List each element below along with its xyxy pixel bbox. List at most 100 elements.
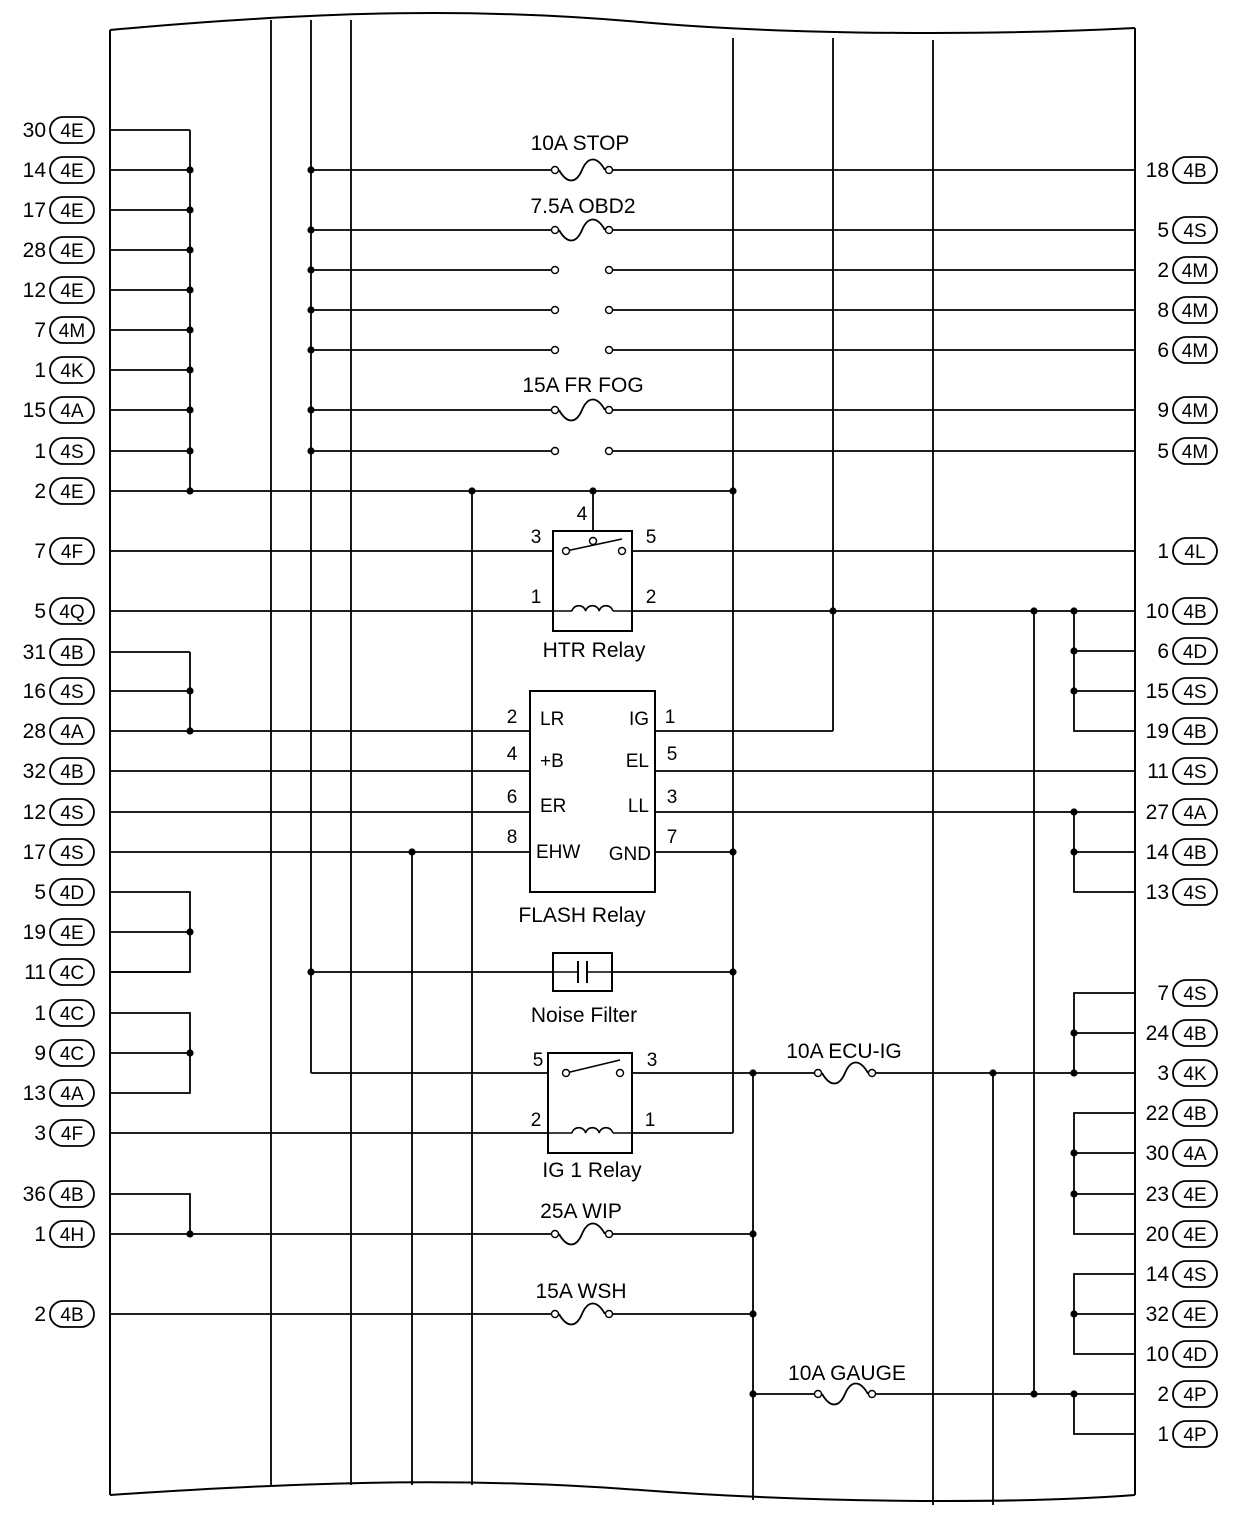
pin-number: 1	[34, 440, 46, 463]
junction-dot	[307, 346, 315, 354]
connector-id: 4F	[61, 1124, 83, 1145]
fuse-label-frfog: 15A FR FOG	[522, 374, 643, 397]
connector-id: 4E	[60, 121, 83, 142]
fuse-terminal	[867, 1389, 877, 1399]
pin-number: 19	[23, 921, 46, 944]
fuse-terminal	[550, 1229, 560, 1239]
flash-left-pin-name: ER	[540, 796, 566, 817]
junction-dot	[1070, 1190, 1078, 1198]
pin-number: 32	[23, 760, 46, 783]
connector-badge	[49, 437, 95, 465]
connector-id: 4H	[60, 1225, 84, 1246]
pin-number: 7	[34, 319, 46, 342]
junction-dot	[1070, 1390, 1078, 1398]
flash-right-pin-num: 7	[667, 827, 678, 848]
junction-dot	[186, 286, 194, 294]
pin-number: 2	[34, 1303, 46, 1326]
junction-dot	[729, 848, 737, 856]
junction-dot	[749, 1069, 757, 1077]
fuse-terminal	[550, 1309, 560, 1319]
fuse-symbols	[558, 158, 869, 1406]
junction-dot	[749, 1390, 757, 1398]
pin-number: 13	[23, 1082, 46, 1105]
connector-id: 4E	[1183, 1185, 1206, 1206]
connector-id: 4S	[60, 682, 83, 703]
connector-badge	[1172, 216, 1218, 244]
connector-badge	[49, 396, 95, 424]
junction-dot	[1070, 687, 1078, 695]
pin-number: 5	[1157, 440, 1169, 463]
terminal: 4D5	[34, 878, 95, 906]
noise-filter-label: Noise Filter	[531, 1004, 637, 1027]
connector-badge	[49, 918, 95, 946]
connector-id: 4E	[60, 482, 83, 503]
flash-left-pin-num: 6	[507, 787, 518, 808]
fuse-icon	[558, 218, 606, 242]
pin-number: 1	[34, 1002, 46, 1025]
connector-id: 4E	[1183, 1305, 1206, 1326]
connector-badge	[1172, 256, 1218, 284]
connector-badge	[49, 798, 95, 826]
terminal: 4H1	[34, 1220, 95, 1248]
htr-relay: 3 4 5 1 2 HTR Relay	[531, 504, 657, 662]
fuse-icon	[558, 398, 606, 422]
flash-right-pin-num: 5	[667, 744, 678, 765]
junction-dot	[408, 848, 416, 856]
pin-number: 5	[34, 600, 46, 623]
junction-dot	[729, 968, 737, 976]
flash-right-pin-name: GND	[609, 844, 651, 865]
terminal: 4E 28	[23, 236, 95, 264]
terminal: 4F3	[34, 1119, 95, 1147]
terminal: 4K3	[1157, 1059, 1218, 1087]
connector-badge	[1172, 1300, 1218, 1328]
connector-id: 4E	[60, 201, 83, 222]
connector-id: 4M	[59, 321, 85, 342]
connector-id: 4E	[60, 281, 83, 302]
junction-dot	[186, 1230, 194, 1238]
pin-number: 30	[23, 119, 46, 142]
pin-number: 12	[23, 801, 46, 824]
connector-badge	[1172, 637, 1218, 665]
htr-pin-4: 4	[577, 504, 588, 525]
connector-badge	[49, 236, 95, 264]
connector-badge	[1172, 677, 1218, 705]
fuse-terminal	[604, 225, 614, 235]
terminal: 4S1	[34, 437, 95, 465]
connector-id: 4P	[1183, 1385, 1206, 1406]
pin-number: 2	[1157, 259, 1169, 282]
connector-id: 4F	[61, 542, 83, 563]
connector-id: 4S	[1183, 883, 1206, 904]
connector-id: 4E	[60, 241, 83, 262]
terminal: 4S7	[1157, 979, 1218, 1007]
fuse-label-gauge: 10A GAUGE	[788, 1362, 906, 1385]
fuse-icon	[558, 1222, 606, 1246]
flash-right-pin-num: 1	[665, 707, 676, 728]
pin-number: 18	[1146, 159, 1169, 182]
fuse-terminal	[550, 405, 560, 415]
connector-id: 4C	[60, 1004, 84, 1025]
pin-number: 16	[23, 680, 46, 703]
connector-badge	[49, 196, 95, 224]
connector-id: 4A	[60, 722, 84, 743]
left-terminals: 4E304E144E174E284E124M74K14A154S14E24F74…	[23, 116, 95, 1328]
connector-badge	[49, 717, 95, 745]
terminal: 4C 1	[34, 999, 95, 1027]
junction-dot	[186, 727, 194, 735]
junction-dot	[307, 226, 315, 234]
fuse-icon	[558, 158, 606, 182]
connector-id: 4B	[60, 1305, 83, 1326]
pin-number: 28	[23, 239, 46, 262]
connector-id: 4A	[60, 401, 84, 422]
